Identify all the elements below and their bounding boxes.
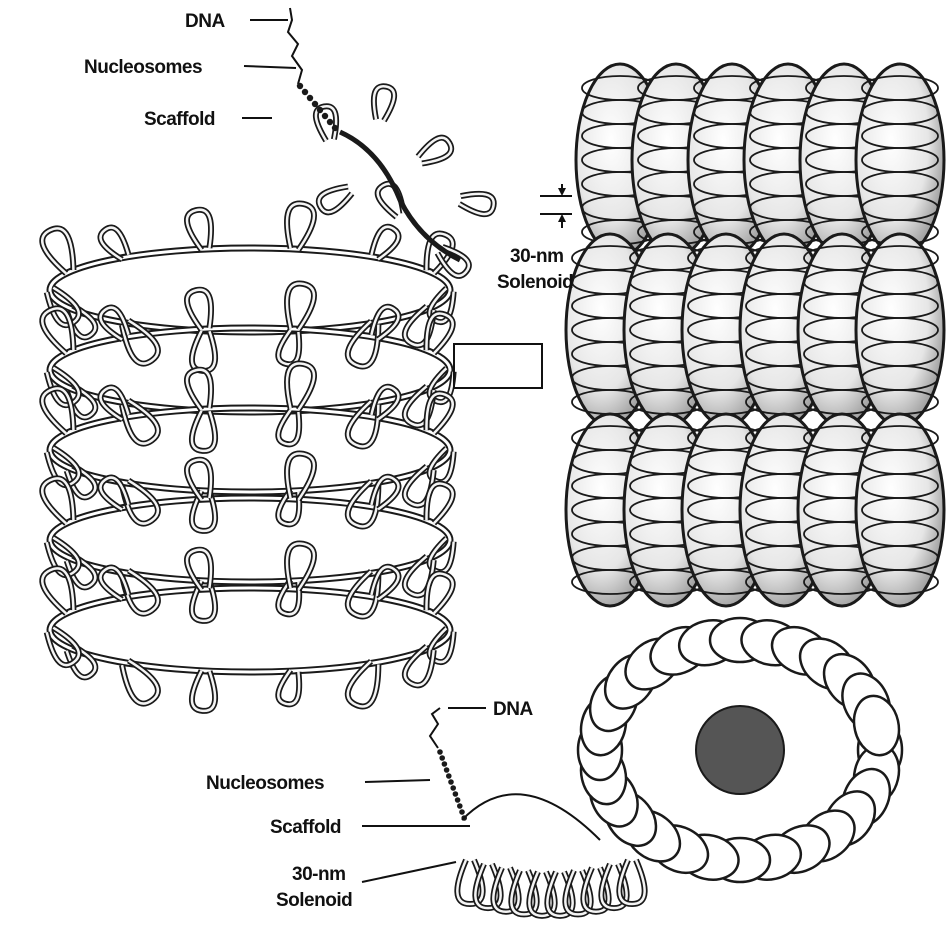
label-bottom-solenoid-line1: 30-nm [292,864,345,885]
nucleosome-bead [437,749,443,755]
scaffold-rings [50,248,450,672]
nucleosome-bead [457,803,463,809]
nucleosome-disc [856,234,944,426]
nucleosome-bead [439,755,445,761]
nucleosome-bead [448,779,454,785]
label-bottom-dna: DNA [493,699,533,720]
nucleosome-bead [317,107,323,113]
label-bottom-solenoid-line2: Solenoid [276,890,352,911]
label-bottom-scaffold: Scaffold [270,817,341,838]
chromatin-loop [287,283,314,329]
label-top-nucleosomes: Nucleosomes [84,57,202,78]
nucleosome-bead [322,113,328,119]
scaffold-loop-coil [42,86,493,711]
nucleosome-bead [450,785,456,791]
spiral-core [696,706,784,794]
nucleosome-bead [327,119,333,125]
nucleosome-bead [444,767,450,773]
nucleosome-bead [332,125,338,131]
chromatin-loop [459,194,493,214]
bottom-scaffold-arc [462,794,600,840]
nucleosome-bead [312,101,318,107]
scaffold-ring-highlight [50,328,450,412]
bottom-labels: DNA Nucleosomes Scaffold 30-nm Solenoid [206,699,533,911]
solenoid-width-marker [540,184,572,228]
bottom-dna-strand [430,708,440,748]
label-bottom-nucleosomes: Nucleosomes [206,773,324,794]
chromatin-loop [374,86,394,120]
nucleosome-bead [307,95,313,101]
chromatin-loop [619,860,644,904]
nucleosome-disc [856,64,944,256]
nucleosome-bead [446,773,452,779]
scaffold-ring-highlight [50,588,450,672]
bottom-solenoid-loops [457,860,644,916]
nucleosome-bead [442,761,448,767]
chromatin-loop [287,203,314,249]
nucleosome-bead [453,791,459,797]
nucleosome-disc [856,414,944,606]
nucleosome-bead [297,83,303,89]
label-top-scaffold: Scaffold [144,109,215,130]
label-solenoid-line2: Solenoid [497,272,573,293]
chromatin-loop [287,363,314,409]
solenoid-supercoil [566,64,944,606]
enlarged-region-box [454,344,542,388]
solenoid-end-spiral [575,615,904,886]
nucleosome-bead [459,809,465,815]
bottom-nucleosome-beads [437,749,467,821]
top-dna-strand [288,8,302,84]
scaffold-ring-highlight [50,248,450,332]
label-solenoid-line1: 30-nm [510,246,563,267]
nucleosome-bead [302,89,308,95]
label-top-dna: DNA [185,11,225,32]
nucleosome-bead [455,797,461,803]
